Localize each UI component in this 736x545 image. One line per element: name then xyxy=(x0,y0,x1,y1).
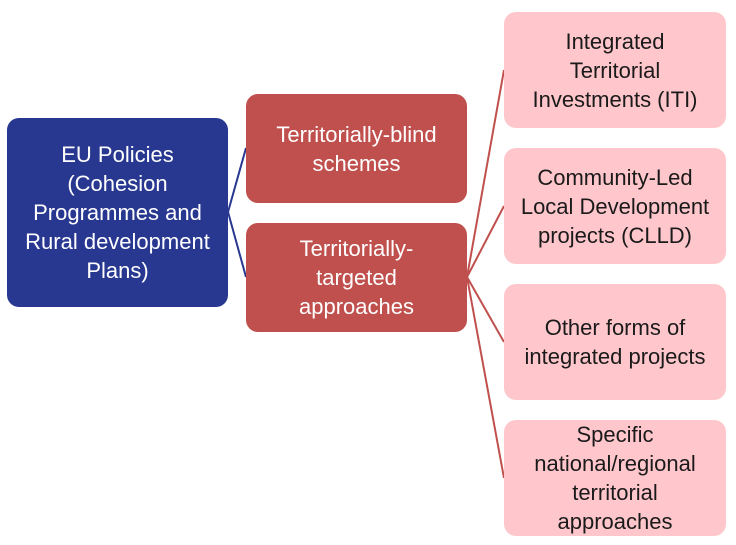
node-iti-label: Integrated Territorial Investments (ITI) xyxy=(532,28,698,112)
node-clld-label: Community-Led Local Development projects… xyxy=(520,164,710,248)
node-territorially-blind-label: Territorially-blind schemes xyxy=(276,121,437,176)
node-territorially-targeted-label: Territorially- targeted approaches xyxy=(299,236,414,319)
node-eu-policies: EU Policies (Cohesion Programmes and Rur… xyxy=(7,118,228,307)
connector-targeted-to-specific xyxy=(466,276,505,479)
connector-targeted-to-other xyxy=(466,276,505,343)
connector-targeted-to-clld xyxy=(466,205,505,278)
node-eu-policies-label: EU Policies (Cohesion Programmes and Rur… xyxy=(25,142,210,283)
connector-root-to-targeted xyxy=(227,211,247,278)
node-specific-approaches: Specific national/regional territorial a… xyxy=(504,420,726,536)
node-territorially-targeted: Territorially- targeted approaches xyxy=(246,223,467,332)
node-iti: Integrated Territorial Investments (ITI) xyxy=(504,12,726,128)
node-specific-approaches-label: Specific national/regional territorial a… xyxy=(534,422,696,534)
node-other-integrated-projects-label: Other forms of integrated projects xyxy=(524,315,706,369)
node-other-integrated-projects: Other forms of integrated projects xyxy=(504,284,726,400)
connector-root-to-blind xyxy=(227,147,247,213)
node-clld: Community-Led Local Development projects… xyxy=(504,148,726,264)
node-territorially-blind: Territorially-blind schemes xyxy=(246,94,467,203)
connector-targeted-to-iti xyxy=(466,69,505,278)
